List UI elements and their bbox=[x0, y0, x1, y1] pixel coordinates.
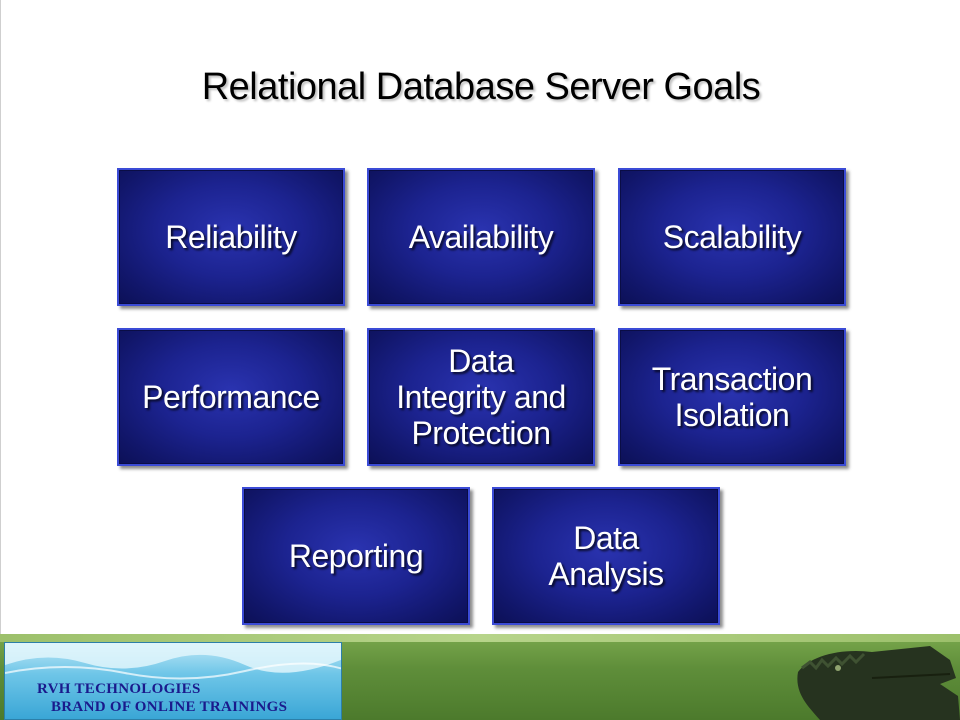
goal-tile-reliability: Reliability bbox=[117, 168, 345, 306]
brand-tagline: BRAND OF ONLINE TRAININGS bbox=[51, 699, 288, 715]
goal-label: Availability bbox=[408, 219, 554, 255]
footer-strip bbox=[0, 634, 960, 642]
goal-label: Data Integrity and Protection bbox=[396, 343, 566, 451]
goal-label: Transaction Isolation bbox=[651, 361, 813, 433]
goal-tile-scalability: Scalability bbox=[618, 168, 846, 306]
goal-tile-data-analysis: Data Analysis bbox=[492, 487, 720, 625]
brand-logo: RVH TECHNOLOGIES BRAND OF ONLINE TRAININ… bbox=[4, 642, 342, 720]
goal-label: Reporting bbox=[288, 538, 424, 574]
goal-tile-availability: Availability bbox=[367, 168, 595, 306]
goal-tile-reporting: Reporting bbox=[242, 487, 470, 625]
goal-tile-performance: Performance bbox=[117, 328, 345, 466]
goal-label: Data Analysis bbox=[548, 520, 664, 592]
goal-tile-transaction-isolation: Transaction Isolation bbox=[618, 328, 846, 466]
crocodile-icon bbox=[797, 646, 960, 720]
footer-banner: RVH TECHNOLOGIES BRAND OF ONLINE TRAININ… bbox=[0, 634, 960, 720]
goal-label: Reliability bbox=[165, 219, 297, 255]
slide-title: Relational Database Server Goals bbox=[201, 66, 761, 108]
goal-label: Performance bbox=[142, 379, 320, 415]
brand-name: RVH TECHNOLOGIES bbox=[37, 681, 201, 697]
goal-label: Scalability bbox=[662, 219, 802, 255]
water-splash-icon bbox=[5, 643, 341, 680]
goal-tile-data-integrity: Data Integrity and Protection bbox=[367, 328, 595, 466]
